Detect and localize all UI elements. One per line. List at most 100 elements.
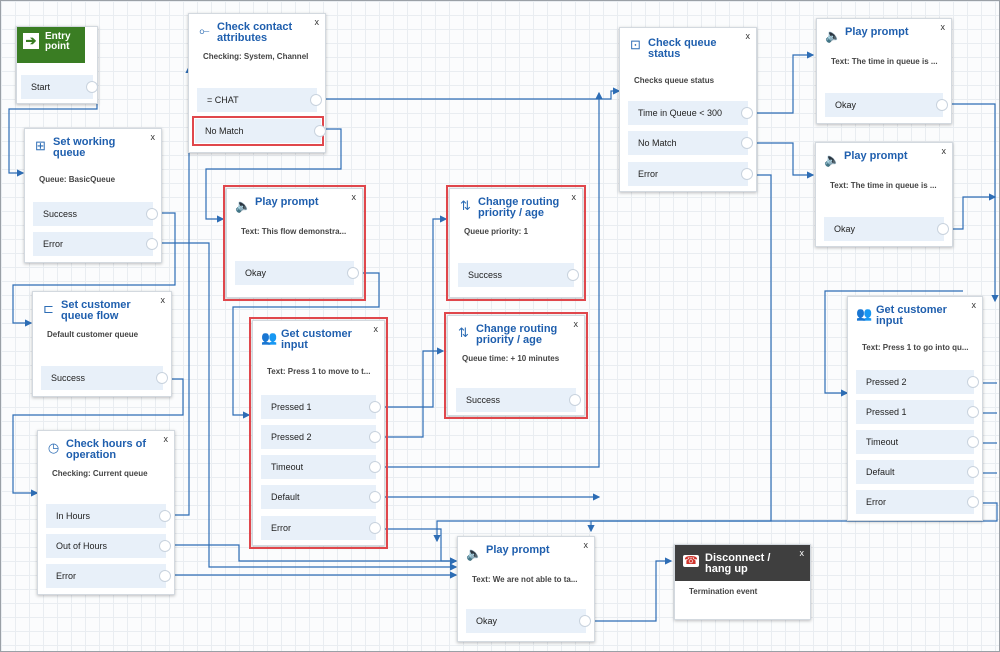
close-icon[interactable]: x xyxy=(573,319,579,329)
branch-time-in-queue[interactable]: Time in Queue < 300 xyxy=(628,101,753,125)
branch-error[interactable]: Error xyxy=(856,490,979,514)
check-queue-status-block[interactable]: ⊡ Check queue status x Checks queue stat… xyxy=(619,27,757,192)
connector-dot[interactable] xyxy=(314,125,326,137)
check-hours-of-operation-block[interactable]: ◷ Check hours of operation x Checking: C… xyxy=(37,430,175,595)
branch-okay[interactable]: Okay xyxy=(466,609,591,633)
change-routing-priority-block-1[interactable]: ⇅ Change routing priority / age x Queue … xyxy=(446,185,586,301)
branch-pressed-1[interactable]: Pressed 1 xyxy=(261,395,381,419)
close-icon[interactable]: x xyxy=(150,132,156,142)
close-icon[interactable]: x xyxy=(940,22,946,32)
connector-dot[interactable] xyxy=(369,461,381,473)
get-customer-input-block-1[interactable]: 👥 Get customer input x Text: Press 1 to … xyxy=(249,317,388,549)
connector-dot[interactable] xyxy=(967,496,979,508)
block-subtitle: Queue: BasicQueue xyxy=(39,175,116,184)
speaker-icon: 🔈 xyxy=(825,28,842,43)
branch-timeout[interactable]: Timeout xyxy=(261,455,381,479)
branch-okay[interactable]: Okay xyxy=(235,261,359,285)
user-input-icon: 👥 xyxy=(856,306,873,321)
set-customer-queue-flow-block[interactable]: ⊏ Set customer queue flow x Default cust… xyxy=(32,291,172,397)
close-icon[interactable]: x xyxy=(160,295,166,305)
connector-dot[interactable] xyxy=(159,510,171,522)
branch-pressed-1[interactable]: Pressed 1 xyxy=(856,400,979,424)
block-header: 👥 Get customer input x xyxy=(848,297,982,333)
branch-default[interactable]: Default xyxy=(261,485,381,509)
check-contact-attributes-block[interactable]: ⟜ Check contact attributes x Checking: S… xyxy=(188,13,326,153)
user-input-icon: 👥 xyxy=(261,330,278,345)
clock-icon: ◷ xyxy=(47,440,60,455)
connector-dot[interactable] xyxy=(159,570,171,582)
branch-timeout[interactable]: Timeout xyxy=(856,430,979,454)
connector-dot[interactable] xyxy=(369,522,381,534)
block-title: Check queue status xyxy=(648,37,717,60)
play-prompt-queue-time-block-2[interactable]: 🔈 Play prompt x Text: The time in queue … xyxy=(815,142,953,247)
change-routing-priority-block-2[interactable]: ⇅ Change routing priority / age x Queue … xyxy=(444,312,588,419)
connector-dot[interactable] xyxy=(159,540,171,552)
speaker-icon: 🔈 xyxy=(466,546,483,561)
set-working-queue-block[interactable]: ⊞ Set working queue x Queue: BasicQueue … xyxy=(24,128,162,263)
connector-dot[interactable] xyxy=(741,168,753,180)
entry-point-block[interactable]: ➔ Entry point Start xyxy=(16,26,98,104)
connector-dot[interactable] xyxy=(347,267,359,279)
branch-error[interactable]: Error xyxy=(46,564,171,588)
status-icon: ⊡ xyxy=(630,37,641,52)
wire-pressed2 xyxy=(383,347,445,438)
connector-dot[interactable] xyxy=(567,269,579,281)
connector-dot[interactable] xyxy=(967,406,979,418)
close-icon[interactable]: x xyxy=(571,192,577,202)
connector-dot[interactable] xyxy=(146,238,158,250)
connector-dot[interactable] xyxy=(369,491,381,503)
branch-start[interactable]: Start xyxy=(21,75,98,99)
disconnect-block[interactable]: ☎ Disconnect / hang up x Termination eve… xyxy=(674,544,811,620)
connector-dot[interactable] xyxy=(86,81,98,93)
branch-icon: ⟜ xyxy=(199,23,210,38)
branch-chat[interactable]: = CHAT xyxy=(197,88,322,112)
close-icon[interactable]: x xyxy=(351,192,357,202)
connector-dot[interactable] xyxy=(741,137,753,149)
branch-success[interactable]: Success xyxy=(458,263,579,287)
branch-pressed-2[interactable]: Pressed 2 xyxy=(261,425,381,449)
play-prompt-queue-time-block-1[interactable]: 🔈 Play prompt x Text: The time in queue … xyxy=(816,18,952,124)
branch-success[interactable]: Success xyxy=(456,388,581,412)
connector-dot[interactable] xyxy=(967,376,979,388)
branch-pressed-2[interactable]: Pressed 2 xyxy=(856,370,979,394)
connector-dot[interactable] xyxy=(741,107,753,119)
branch-out-of-hours[interactable]: Out of Hours xyxy=(46,534,171,558)
close-icon[interactable]: x xyxy=(583,540,589,550)
connector-dot[interactable] xyxy=(936,99,948,111)
play-prompt-intro-block[interactable]: 🔈 Play prompt x Text: This flow demonstr… xyxy=(223,185,366,301)
connector-dot[interactable] xyxy=(156,372,168,384)
branch-error[interactable]: Error xyxy=(261,516,381,540)
close-icon[interactable]: x xyxy=(314,17,320,27)
branch-okay[interactable]: Okay xyxy=(824,217,949,241)
close-icon[interactable]: x xyxy=(971,300,977,310)
close-icon[interactable]: x xyxy=(941,146,947,156)
branch-okay[interactable]: Okay xyxy=(825,93,948,117)
connector-dot[interactable] xyxy=(579,615,591,627)
branch-error[interactable]: Error xyxy=(628,162,753,186)
branch-no-match[interactable]: No Match xyxy=(628,131,753,155)
connector-dot[interactable] xyxy=(146,208,158,220)
wire-chat xyxy=(319,87,621,100)
branch-no-match[interactable]: No Match xyxy=(192,116,326,146)
connector-dot[interactable] xyxy=(369,401,381,413)
branch-success[interactable]: Success xyxy=(33,202,158,226)
branch-error[interactable]: Error xyxy=(33,232,158,256)
connector-dot[interactable] xyxy=(369,431,381,443)
connector-dot[interactable] xyxy=(937,223,949,235)
connector-dot[interactable] xyxy=(967,436,979,448)
block-title: Disconnect / hang up xyxy=(705,552,771,575)
close-icon[interactable]: x xyxy=(745,31,751,41)
get-customer-input-block-2[interactable]: 👥 Get customer input x Text: Press 1 to … xyxy=(847,296,983,521)
branch-in-hours[interactable]: In Hours xyxy=(46,504,171,528)
play-prompt-closed-block[interactable]: 🔈 Play prompt x Text: We are not able to… xyxy=(457,536,595,642)
connector-dot[interactable] xyxy=(310,94,322,106)
close-icon[interactable]: x xyxy=(373,324,379,334)
branch-success[interactable]: Success xyxy=(41,366,168,390)
block-title: Check contact attributes xyxy=(217,21,293,44)
close-icon[interactable]: x xyxy=(163,434,169,444)
branch-default[interactable]: Default xyxy=(856,460,979,484)
connector-dot[interactable] xyxy=(569,394,581,406)
connector-dot[interactable] xyxy=(967,466,979,478)
close-icon[interactable]: x xyxy=(799,548,805,558)
